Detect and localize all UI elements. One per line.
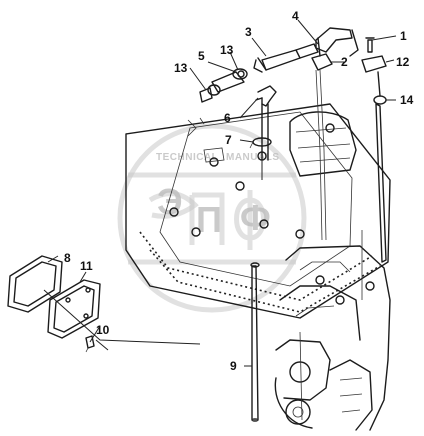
callout-6: 6 xyxy=(224,111,231,125)
callout-10: 10 xyxy=(96,323,110,337)
cover-gasket xyxy=(7,255,63,313)
callout-7: 7 xyxy=(225,133,232,147)
side-cover-plate xyxy=(47,279,101,339)
engine-block xyxy=(274,230,391,431)
callout-11: 11 xyxy=(80,259,93,273)
valve-cover xyxy=(125,103,391,319)
watermark-letter-f: Ф xyxy=(240,197,271,238)
callout-9: 9 xyxy=(230,359,237,373)
watermark-letter-e: Э xyxy=(157,181,183,222)
upper-bracket xyxy=(311,27,387,105)
callout-3: 3 xyxy=(245,25,252,39)
watermark-text-right: MANUALS xyxy=(226,152,280,163)
callout-1: 1 xyxy=(400,29,407,43)
callout-labels: 1 2 3 4 5 6 7 8 9 10 11 12 13 13 14 xyxy=(64,9,414,373)
leader-lines xyxy=(47,19,397,367)
breather-hose-assembly xyxy=(199,43,319,103)
watermark-text-left: TECHNICAL xyxy=(156,152,218,163)
callout-12: 12 xyxy=(396,55,410,69)
callout-2: 2 xyxy=(341,55,348,69)
callout-13-left: 13 xyxy=(174,61,188,75)
callout-5: 5 xyxy=(198,49,205,63)
dipstick-tube xyxy=(250,262,260,422)
callout-14: 14 xyxy=(400,93,414,107)
assembly-lines xyxy=(43,160,263,351)
callout-4: 4 xyxy=(292,9,299,23)
side-pipe xyxy=(315,69,387,263)
cover-bolt xyxy=(85,335,95,353)
watermark-logo: TECHNICAL MANUALS Э П Ф xyxy=(117,123,307,313)
callout-13-right: 13 xyxy=(220,43,234,57)
callout-8: 8 xyxy=(64,251,71,265)
